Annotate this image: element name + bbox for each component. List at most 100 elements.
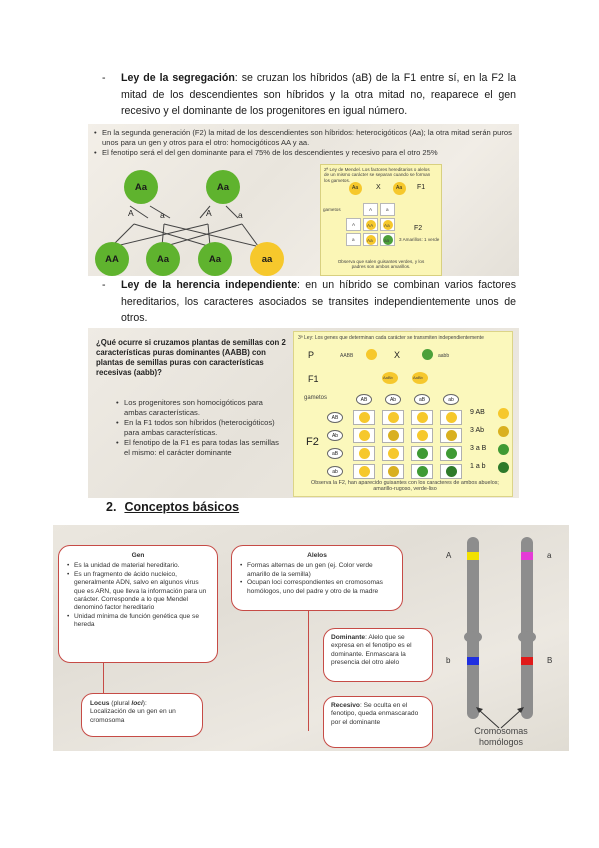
mini-genotype: aa (384, 238, 390, 243)
mini-gamete: A (369, 207, 373, 212)
dihybrid-caption: 3ª Ley: Los genes que determinan cada ca… (298, 335, 484, 341)
gamete-oval: AB (356, 394, 372, 405)
pea-icon (498, 462, 509, 473)
card-gen-bullet: Es la unidad de material hereditario. (67, 562, 209, 571)
mini-genotype: Aa (384, 223, 390, 228)
mini-f1: F1 (417, 184, 426, 191)
card-gen-title: Gen (131, 552, 145, 559)
connector-line (308, 611, 309, 731)
pea-icon (366, 349, 377, 360)
pea-icon (412, 372, 428, 384)
paragraph-herencia-independiente: - Ley de la herencia independiente: en u… (102, 277, 516, 327)
slide-segregacion: En la segunda generación (F2) la mitad d… (88, 124, 519, 276)
dihybrid-footer: Observa la F2, han aparecido guisantes c… (311, 480, 499, 493)
label-x: X (394, 350, 401, 360)
ratio-label: 3 Ab (470, 427, 485, 434)
pea-icon (393, 182, 406, 195)
homologos-label: Cromosomas homólogos (474, 726, 528, 747)
punnett-cell (382, 410, 404, 425)
section-number: 2. (106, 500, 117, 514)
punnett-cell (353, 428, 375, 443)
gamete-oval: ab (443, 394, 459, 405)
card-gen-bullet: Unidad mínima de función genética que se… (67, 613, 209, 630)
mini-footer: Observa que salen guisantes verdes, y lo… (337, 259, 425, 270)
mini-genotype: AA (367, 223, 374, 228)
label-f2: F2 (306, 436, 319, 448)
pea-icon (388, 430, 399, 441)
mini-mendel-panel: 2ª Ley de Mendel. Los factores hereditar… (320, 164, 442, 276)
offspring-circle: aa (250, 242, 284, 276)
recesivo-text: : Se oculta en el fenotipo, queda enmasc… (331, 702, 419, 726)
offspring-circle: Aa (146, 242, 180, 276)
mini-gamete: A (352, 222, 356, 227)
f1-genotype: AaBb (413, 375, 423, 380)
connector-line (103, 663, 104, 695)
offspring-circle: AA (95, 242, 129, 276)
section-title: 2.Conceptos básicos (106, 500, 239, 514)
gamete-label: A (206, 208, 212, 218)
slide2-question: ¿Qué ocurre si cruzamos plantas de semil… (96, 338, 286, 377)
gamete-oval: AB (327, 412, 343, 423)
punnett-cell (440, 464, 462, 479)
pea-icon (366, 235, 376, 245)
mini-cross-left: Aa (352, 185, 359, 191)
punnett-cell (440, 446, 462, 461)
pea-icon (498, 444, 509, 455)
allele-label: B (547, 656, 553, 665)
ratio-label: 3 a B (470, 445, 487, 452)
gamete-oval: ab (327, 466, 343, 477)
mini-ratio: 3 Amarillos: 1 verde (399, 237, 440, 242)
mini-caption: 2ª Ley de Mendel. Los factores hereditar… (324, 167, 431, 183)
ratio-label: 1 a b (470, 463, 486, 470)
pea-icon (446, 412, 457, 423)
gamete-oval: aB (414, 394, 430, 405)
pea-icon (417, 448, 428, 459)
pea-icon (388, 412, 399, 423)
gamete-label: a (160, 210, 165, 220)
dominante-text: : Alelo que se expresa en el fenotipo es… (331, 634, 412, 667)
card-alelos-bullet: Ocupan loci correspondientes en cromosom… (240, 579, 394, 596)
band-A (467, 552, 479, 560)
dominante-term: Dominante (331, 634, 366, 641)
mini-gamete: a (352, 237, 355, 242)
dihybrid-panel: 3ª Ley: Los genes que determinan cada ca… (293, 331, 513, 497)
list-dash: - (102, 72, 106, 84)
list-dash: - (102, 279, 106, 291)
card-locus: Locus (plural loci): Localización de un … (81, 693, 203, 737)
card-alelos-bullet: Formas alternas de un gen (ej. Color ver… (240, 562, 394, 579)
allele-label: A (446, 551, 452, 560)
slide1-bullets: En la segunda generación (F2) la mitad d… (94, 128, 514, 158)
card-gen: Gen Es la unidad de material hereditario… (58, 545, 218, 663)
gamete-oval: aB (327, 448, 343, 459)
card-gen-bullet: Es un fragmento de ácido nucleico, gener… (67, 571, 209, 613)
pea-icon (366, 220, 376, 230)
gamete-label: a (238, 210, 243, 220)
locus-plural: loci (131, 700, 143, 707)
label-p: P (308, 350, 315, 360)
mini-cross-x: X (376, 184, 381, 191)
pea-icon (359, 466, 370, 477)
pea-icon (383, 220, 393, 230)
band-b (467, 657, 479, 665)
punnett-cell (411, 446, 433, 461)
label-gametos: gametos (304, 395, 328, 401)
punnett-cell (440, 428, 462, 443)
slide1-bullet: El fenotipo será el del gen dominante pa… (94, 148, 514, 158)
pea-icon (446, 448, 457, 459)
punnett-cell (353, 446, 375, 461)
pea-icon (349, 182, 362, 195)
mini-genotype: Aa (367, 238, 373, 243)
slide-herencia-independiente: ¿Qué ocurre si cruzamos plantas de semil… (88, 328, 519, 498)
homologous-chromosomes (464, 537, 536, 729)
parent-genotype: aabb (438, 353, 450, 359)
allele-label: b (446, 656, 451, 665)
punnett-cell (382, 428, 404, 443)
parent-genotype: AABB (340, 353, 354, 359)
card-dominante: Dominante: Alelo que se expresa en el fe… (323, 628, 433, 682)
mini-cross-right: Aa (396, 185, 403, 191)
slide2-bullet: El fenotipo de la F1 es para todas las s… (116, 438, 284, 457)
band-B (521, 657, 533, 665)
locus-text: Localización de un gen en un cromosoma (90, 708, 176, 724)
punnett-cell (382, 464, 404, 479)
punnett-cell (353, 410, 375, 425)
